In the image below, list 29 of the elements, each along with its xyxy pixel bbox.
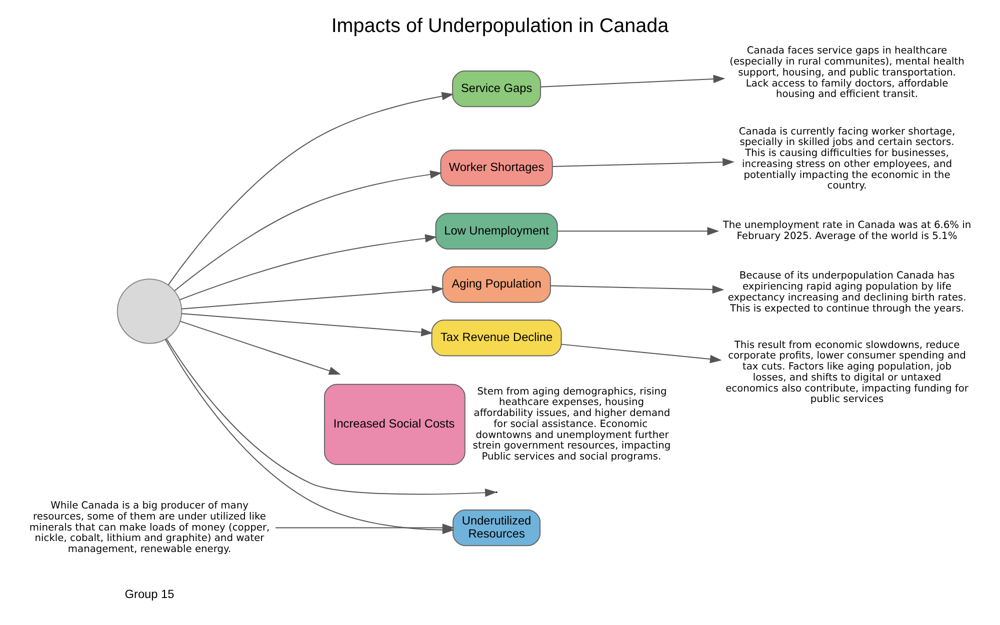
arrow	[540, 74, 726, 88]
node-box: Service Gaps	[452, 70, 542, 108]
node-text: This result from economic slowdowns, reduce corporate profits, lower consumer spending and tax cuts. Factors like aging population, job losses, and shifts to digital or untaxed economics also contribute, impacting funding for public services	[726, 340, 968, 406]
diagram-title: Impacts of Underpopulation in Canada	[331, 14, 669, 37]
node-box: Tax Revenue Decline	[431, 320, 562, 356]
arrow	[556, 227, 720, 236]
arrow	[168, 92, 454, 286]
node-text: Canada faces service gaps in healthcare (especially in rural communites), mental health support, housing, and public transportation. Lack access to family doctors, affordable housing and efficient transit.	[730, 46, 964, 100]
node-text: Canada is currently facing worker shortage, specially in skilled jobs and certain sectors. This is causing difficulties for businesses, increasing stress on other employees, and potentially impacting the economic in the country.	[738, 126, 956, 192]
arrow	[180, 320, 341, 375]
node-label: Stem from aging demographics, rising heathcare expenses, housing affordability issues, and higher demand for social assistance. Economic downtowns and unemployment further strein government resources, impacting Public services and social programs.	[472, 386, 671, 463]
node-text: Because of its underpopulation Canada has expiriencing rapid aging population by life expectancy increasing and declining birth rates. This is expected to continue through the years.	[728, 270, 966, 314]
node-box: Aging Population	[442, 266, 551, 303]
label: Group 15	[124, 587, 174, 602]
arrow	[174, 170, 442, 292]
arrow	[552, 158, 734, 167]
arrow	[560, 344, 722, 364]
node-box: Low Unemployment	[435, 212, 558, 250]
node-text: While Canada is a big producer of many resources, some of them are under utilized like minerals that can make loads of money (copper, nickle, cobalt, lithium and graphite) and water management, renewable energy.	[29, 500, 270, 556]
arrow	[181, 285, 444, 310]
arrow	[166, 338, 497, 497]
arrow	[179, 234, 437, 300]
arrow	[550, 285, 724, 294]
node-box: Underutilized Resources	[452, 510, 541, 546]
arrow	[181, 313, 434, 336]
arrow	[275, 524, 454, 532]
node-box: Worker Shortages	[440, 150, 553, 186]
node-circle	[116, 278, 182, 344]
node-text: The unemployment rate in Canada was at 6.6% in February 2025. Average of the world is 5.1%	[722, 220, 972, 242]
